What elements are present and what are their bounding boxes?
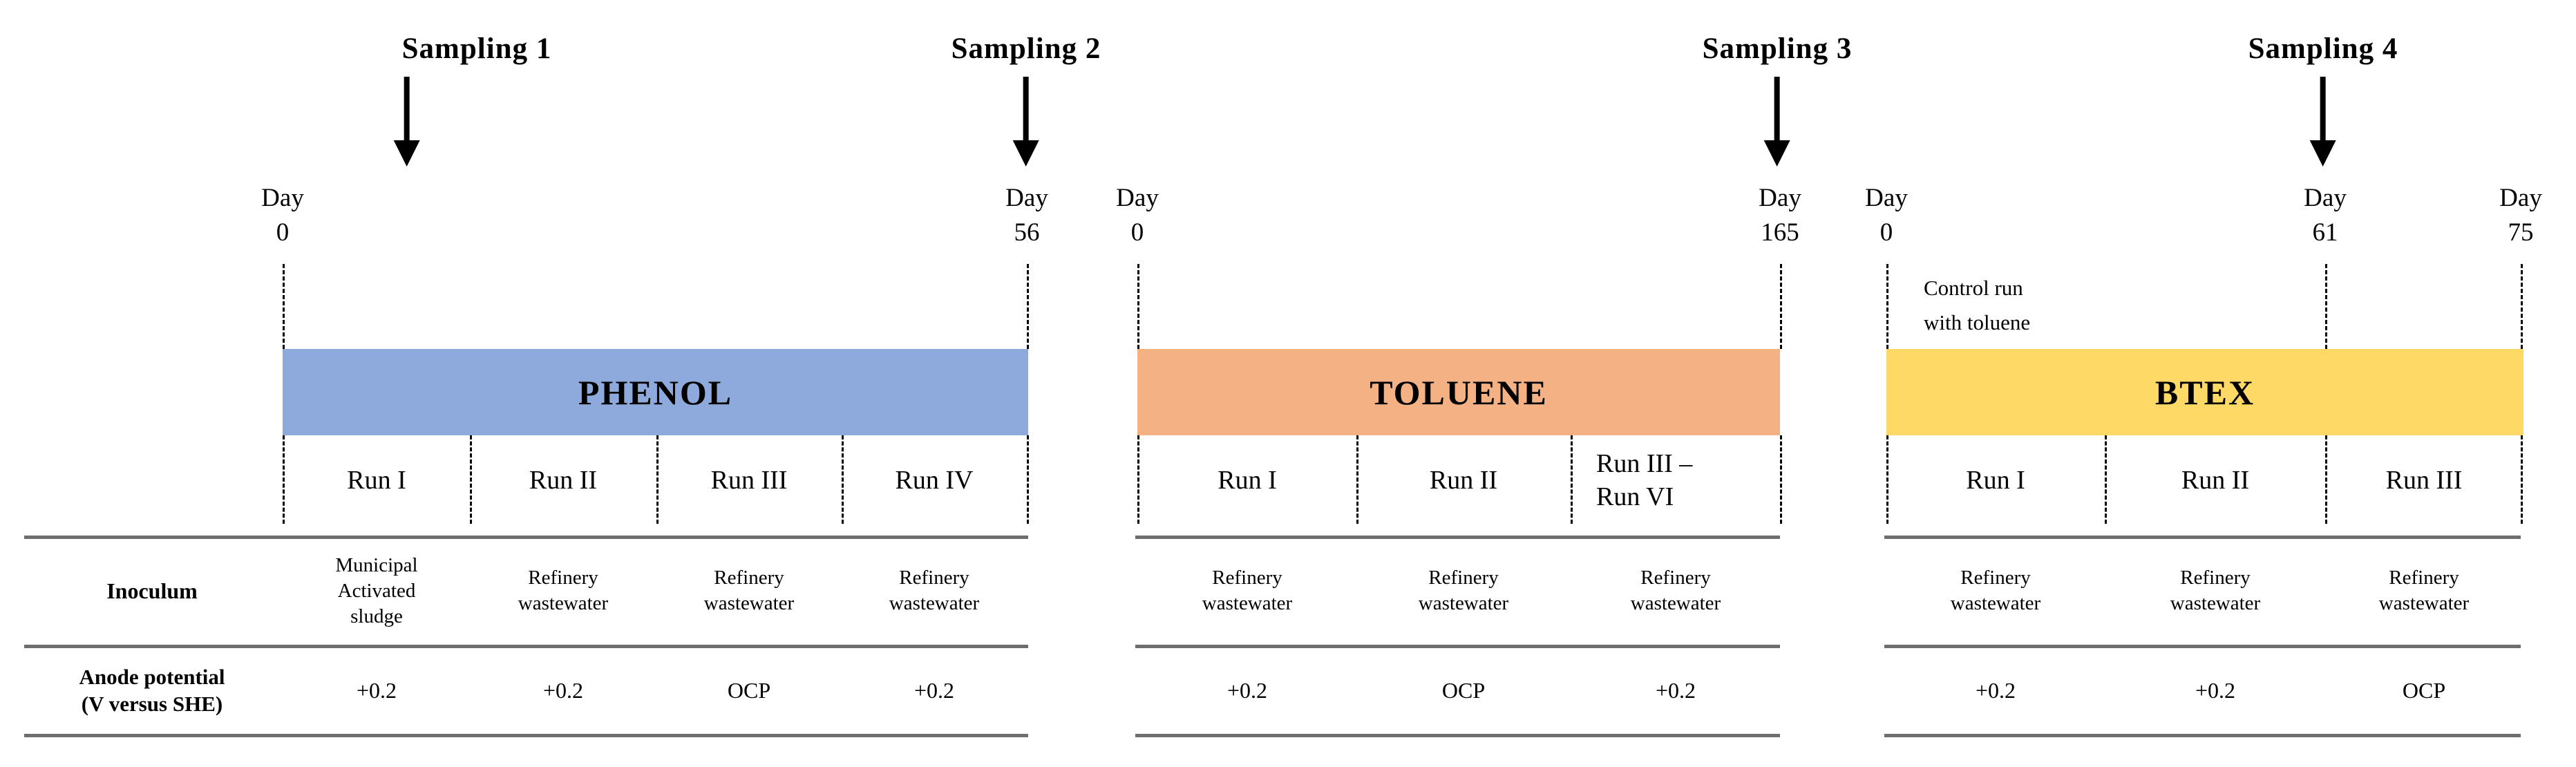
run-divider-dashed-line (2325, 435, 2327, 524)
table-rule (1135, 734, 1780, 737)
down-arrow-icon (1763, 77, 1791, 167)
phase-bar-phenol: PHENOL (283, 349, 1028, 435)
day-marker-btex-61: Day 61 (2304, 184, 2347, 247)
day-marker-btex-start: Day 0 (1865, 184, 1908, 247)
sampling-1-label: Sampling 1 (401, 32, 552, 65)
run-label: Run III – Run VI (1596, 449, 1693, 511)
run-label: Run I (1218, 466, 1277, 495)
run-divider-dashed-line (1780, 435, 1782, 524)
table-rule (24, 536, 1028, 539)
sampling-annotation-3: Sampling 3 (1703, 32, 1853, 167)
control-note: Control run with toluene (1924, 276, 2031, 334)
down-arrow-icon (393, 77, 421, 167)
day-marker-toluene-start: Day 0 (1116, 184, 1159, 247)
table-rule (1884, 536, 2521, 539)
timeline-dashed-line (283, 264, 285, 349)
table-rule (1884, 734, 2521, 737)
sampling-2-label: Sampling 2 (951, 32, 1101, 65)
run-divider-dashed-line (1137, 435, 1139, 524)
phase-bar-toluene-title: TOLUENE (1370, 372, 1548, 412)
run-label: Run I (347, 466, 406, 495)
anode-potential-cell: OCP (1441, 677, 1486, 703)
timeline-dashed-line (1780, 264, 1782, 349)
phase-bar-btex: BTEX (1886, 349, 2523, 435)
run-label: Run III (2385, 466, 2463, 495)
day-marker-phenol-end: Day 56 (1005, 184, 1048, 247)
inoculum-cell: Refinery wastewater (1950, 567, 2041, 614)
run-label: Run IV (895, 466, 974, 495)
inoculum-cell: Refinery wastewater (703, 567, 795, 614)
run-divider-dashed-line (1356, 435, 1358, 524)
timeline-dashed-line (1886, 264, 1888, 349)
sampling-annotation-2: Sampling 2 (951, 32, 1101, 167)
anode-potential-cell: +0.2 (2195, 677, 2236, 703)
table-rule (24, 645, 1028, 648)
inoculum-cell: Municipal Activated sludge (335, 553, 418, 627)
day-marker-btex-end: Day 75 (2499, 184, 2542, 247)
inoculum-cell: Refinery wastewater (889, 567, 980, 614)
row-header-inoculum: Inoculum (106, 578, 198, 603)
anode-potential-cell: +0.2 (542, 677, 584, 703)
anode-potential-cell: +0.2 (356, 677, 397, 703)
run-divider-dashed-line (283, 435, 285, 524)
run-divider-dashed-line (1571, 435, 1573, 524)
timeline-dashed-line (1027, 264, 1029, 349)
run-label: Run II (529, 466, 598, 495)
day-marker-toluene-end: Day 165 (1759, 184, 1801, 247)
run-divider-dashed-line (1886, 435, 1888, 524)
phase-bar-toluene: TOLUENE (1137, 349, 1780, 435)
inoculum-cell: Refinery wastewater (2378, 567, 2470, 614)
timeline-dashed-line (2325, 264, 2327, 349)
inoculum-cell: Refinery wastewater (518, 567, 609, 614)
run-label: Run III (710, 466, 788, 495)
run-label: Run II (2181, 466, 2250, 495)
anode-potential-cell: +0.2 (1975, 677, 2016, 703)
run-divider-dashed-line (656, 435, 659, 524)
table-rule (24, 734, 1028, 737)
timeline-dashed-line (2521, 264, 2523, 349)
anode-potential-cell: OCP (727, 677, 771, 703)
day-marker-phenol-start: Day 0 (261, 184, 304, 247)
run-label: Run I (1966, 466, 2025, 495)
anode-potential-cell: OCP (2402, 677, 2446, 703)
table-rule (1135, 536, 1780, 539)
run-divider-dashed-line (1027, 435, 1029, 524)
sampling-annotation-1: Sampling 1 (393, 32, 552, 167)
sampling-annotation-4: Sampling 4 (2248, 32, 2398, 167)
run-label: Run II (1429, 466, 1498, 495)
down-arrow-icon (1012, 77, 1040, 167)
sampling-4-label: Sampling 4 (2248, 32, 2398, 65)
table-rule (1884, 645, 2521, 648)
anode-potential-cell: +0.2 (1655, 677, 1696, 703)
anode-potential-cell: +0.2 (913, 677, 955, 703)
table-rule (1135, 645, 1780, 648)
run-divider-dashed-line (2105, 435, 2107, 524)
anode-potential-cell: +0.2 (1227, 677, 1268, 703)
down-arrow-icon (2309, 77, 2337, 167)
phase-bar-btex-title: BTEX (2154, 372, 2255, 412)
inoculum-cell: Refinery wastewater (1202, 567, 1293, 614)
inoculum-cell: Refinery wastewater (1418, 567, 1509, 614)
phase-bar-phenol-title: PHENOL (578, 372, 733, 412)
row-header-anode-potential: Anode potential (V versus SHE) (79, 665, 225, 716)
inoculum-cell: Refinery wastewater (1630, 567, 1721, 614)
run-divider-dashed-line (2521, 435, 2523, 524)
run-divider-dashed-line (470, 435, 472, 524)
timeline-dashed-line (1137, 264, 1139, 349)
inoculum-cell: Refinery wastewater (2170, 567, 2261, 614)
sampling-3-label: Sampling 3 (1702, 32, 1853, 65)
run-divider-dashed-line (842, 435, 844, 524)
